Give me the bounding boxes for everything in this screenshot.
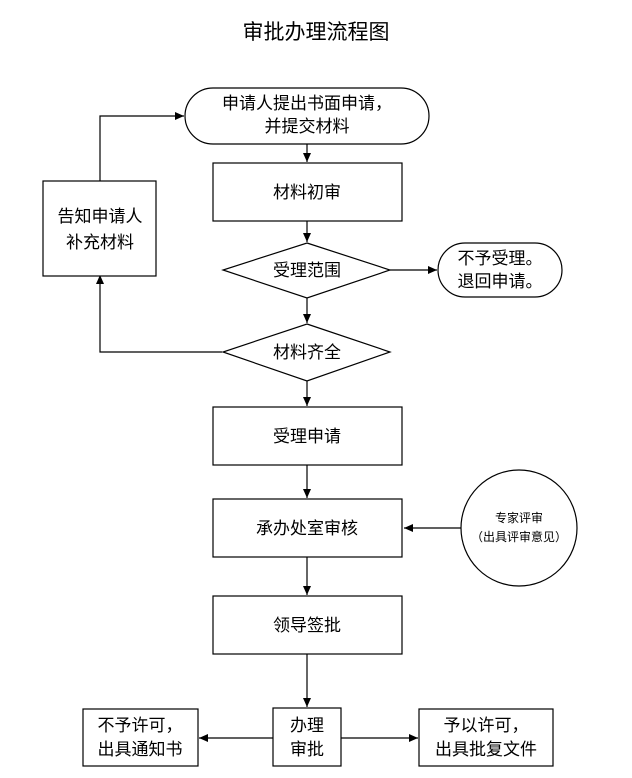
node-text: 专家评审 xyxy=(495,510,543,525)
node-text: 退回申请。 xyxy=(458,272,543,292)
node-text: 领导签批 xyxy=(273,616,341,636)
node-text: 材料齐全 xyxy=(273,343,341,363)
node-submit-application: 申请人提出书面申请， 并提交材料 xyxy=(184,87,430,145)
node-text: 予以许可， xyxy=(444,716,529,736)
node-text: 并提交材料 xyxy=(265,117,350,137)
connectors xyxy=(96,112,461,742)
node-text: （出具评审意见） xyxy=(471,529,567,544)
node-reject: 不予受理。 退回申请。 xyxy=(437,242,563,298)
node-text: 办理 xyxy=(290,716,324,736)
node-deny-permit: 不予许可， 出具通知书 xyxy=(82,708,199,767)
node-text: 材料初审 xyxy=(273,183,341,203)
node-initial-review: 材料初审 xyxy=(212,162,403,222)
node-leader-approval: 领导签批 xyxy=(212,595,403,655)
node-department-review: 承办处室审核 xyxy=(212,498,403,558)
node-text: 审批 xyxy=(290,740,324,760)
node-text: 承办处室审核 xyxy=(256,519,358,539)
node-notify-supplement: 告知申请人 补充材料 xyxy=(42,180,157,277)
node-text: 受理申请 xyxy=(273,427,341,447)
node-text: 出具批复文件 xyxy=(435,740,537,760)
node-text: 不予受理。 xyxy=(458,249,543,269)
node-process-approval: 办理 审批 xyxy=(272,707,342,767)
node-text: 告知申请人 xyxy=(58,207,143,227)
node-text: 出具通知书 xyxy=(98,740,183,760)
decision-scope: 受理范围 xyxy=(221,242,392,299)
node-text: 不予许可， xyxy=(98,716,183,736)
page-title: 审批办理流程图 xyxy=(242,20,390,44)
node-accept-application: 受理申请 xyxy=(212,406,403,466)
node-grant-permit: 予以许可， 出具批复文件 xyxy=(418,708,554,767)
decision-materials-complete: 材料齐全 xyxy=(221,323,392,382)
node-text: 补充材料 xyxy=(66,233,134,253)
node-text: 申请人提出书面申请， xyxy=(222,94,392,114)
node-expert-review: 专家评审 （出具评审意见） xyxy=(460,469,578,587)
node-text: 受理范围 xyxy=(273,261,341,281)
